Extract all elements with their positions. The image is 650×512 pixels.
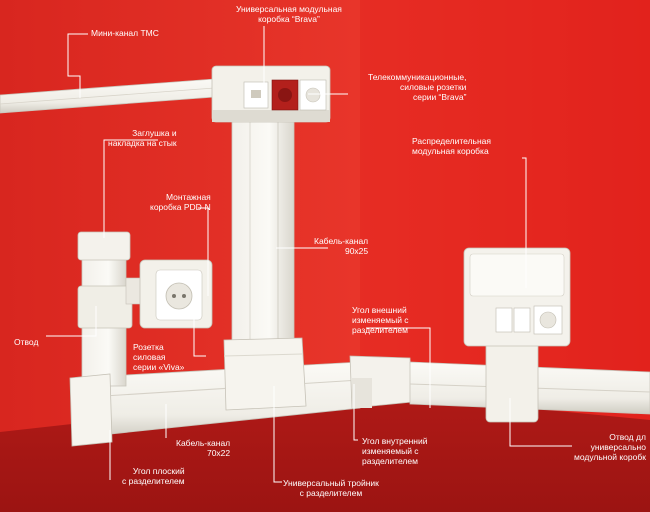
flat-corner — [69, 373, 113, 447]
leader-lines — [46, 26, 572, 483]
label-distribution-box: Распределительная модульная коробка — [412, 136, 492, 156]
label-telecom-sockets: Телекоммуникационные, силовые розетки се… — [368, 72, 467, 102]
label-channel-90x25: Кабель-канал 90х25 — [314, 236, 369, 256]
label-universal-box: Универсальная модульная коробка “Brava” — [236, 4, 342, 24]
label-mini-channel: Мини-канал TMC — [91, 28, 159, 38]
label-outer-corner: Угол внешний изменяемый с разделителем — [352, 305, 409, 335]
label-plug: Заглушка и накладка на стык — [108, 128, 177, 148]
label-flat-corner: Угол плоский с разделителем — [122, 466, 185, 486]
label-inner-corner: Угол внутренний изменяемый с разделителе… — [362, 436, 428, 466]
label-channel-70x22: Кабель-канал 70х22 — [176, 438, 231, 458]
inner-corner — [352, 378, 372, 408]
label-branch-box: Отвод дл универсально модульной коробк — [574, 432, 646, 462]
universal-box-brava — [211, 65, 331, 123]
label-mounting-box: Монтажная коробка PDD-N — [150, 192, 211, 212]
vertical-channel-90x25 — [231, 117, 295, 347]
label-universal-tee: Универсальный тройник с разделителем — [283, 478, 379, 498]
distribution-box — [463, 247, 571, 347]
label-viva-socket: Розетка силовая серии «Viva» — [133, 342, 185, 372]
branch-box-connector — [485, 341, 539, 423]
mounting-box-pdd-n — [139, 259, 213, 329]
universal-tee — [223, 337, 307, 411]
label-branch: Отвод — [14, 337, 39, 347]
